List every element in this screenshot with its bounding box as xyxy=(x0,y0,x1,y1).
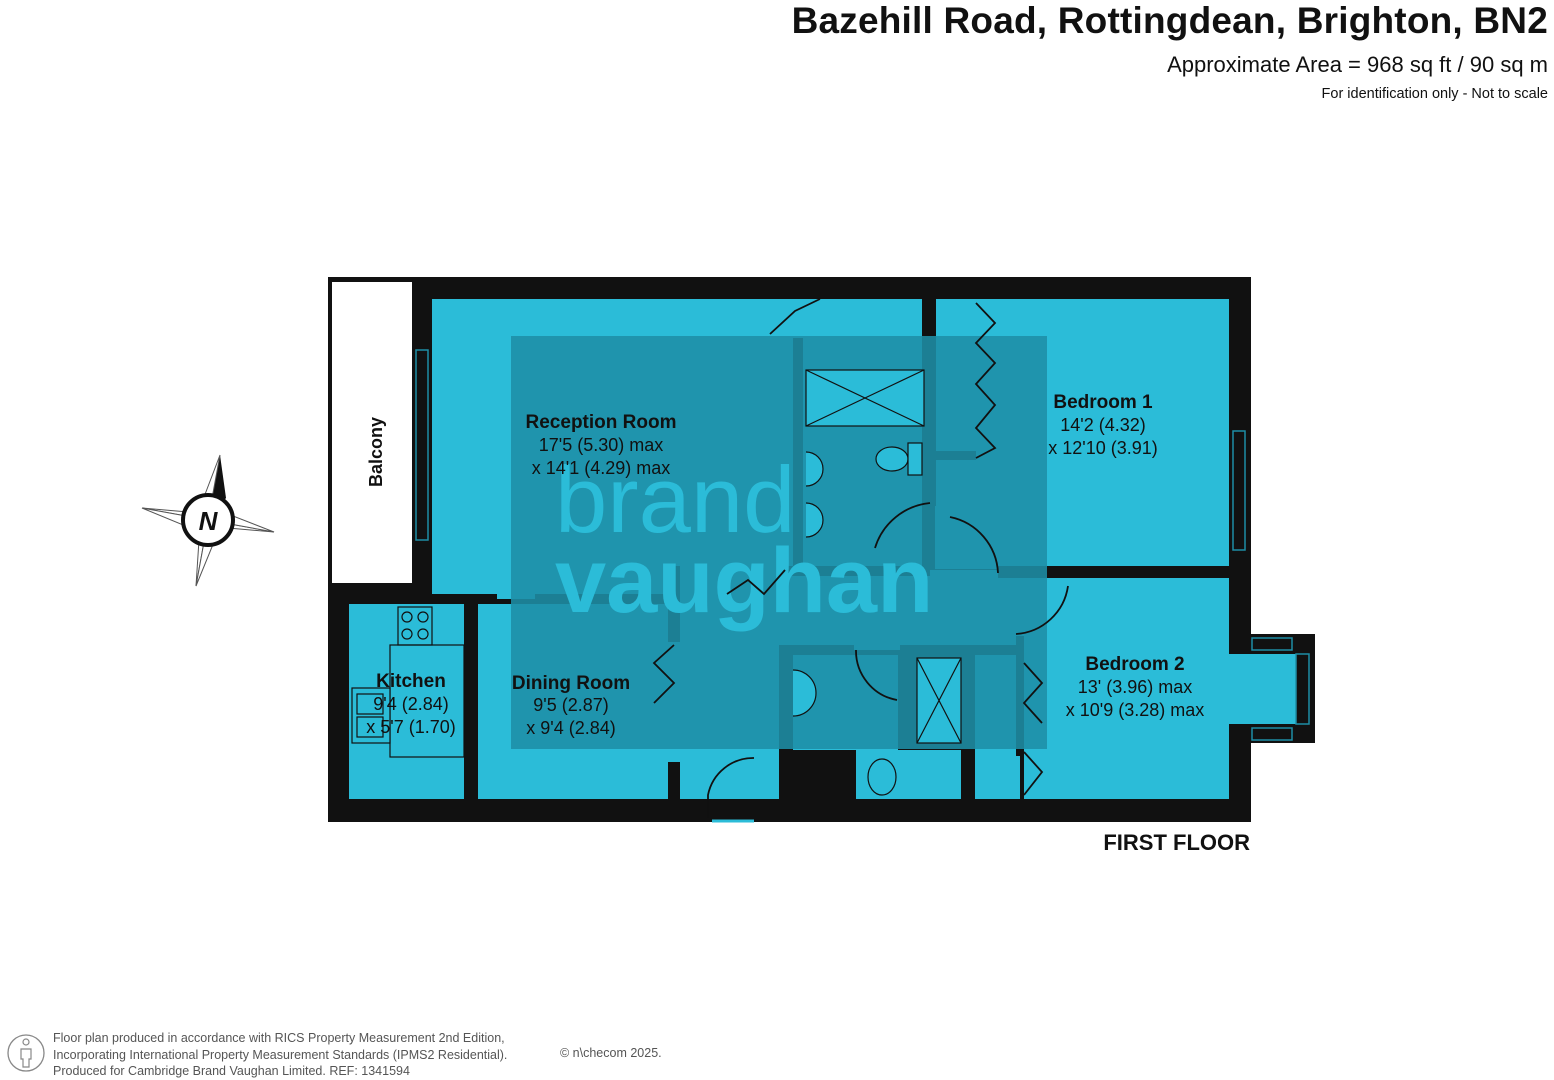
door-swing xyxy=(1015,585,1069,635)
floor-label: FIRST FLOOR xyxy=(1103,830,1250,855)
hob-ring xyxy=(417,628,429,640)
bedroom1-dim1: 14'2 (4.32) xyxy=(1060,415,1146,435)
window xyxy=(1232,430,1246,551)
compass-icon: N xyxy=(141,454,275,587)
bedroom2-area xyxy=(1024,578,1229,799)
wall xyxy=(1229,743,1249,822)
bedroom1-name: Bedroom 1 xyxy=(1053,392,1153,413)
footer-notes: Floor plan produced in accordance with R… xyxy=(53,1030,507,1080)
wall xyxy=(1229,299,1249,431)
hob-ring xyxy=(401,628,413,640)
wall xyxy=(332,594,497,604)
bedroom2-dim2: x 10'9 (3.28) max xyxy=(1066,700,1205,720)
sink-bowl xyxy=(356,693,384,715)
wall xyxy=(998,566,1248,578)
wall xyxy=(1229,550,1249,634)
dining-room-name: Dining Room xyxy=(512,673,630,694)
folding-door xyxy=(652,644,676,704)
reception-room-dim2: x 14'1 (4.29) max xyxy=(532,458,671,478)
hob-ring xyxy=(417,611,429,623)
window xyxy=(1251,637,1293,651)
toilet xyxy=(867,758,897,796)
toilet-cistern xyxy=(907,442,923,476)
wardrobe-doors xyxy=(1023,751,1044,796)
window xyxy=(1295,653,1310,725)
shower-diagonal xyxy=(916,657,962,744)
door-swing xyxy=(855,649,898,701)
property-title: Bazehill Road, Rottingdean, Brighton, BN… xyxy=(791,0,1548,41)
person-scale-icon xyxy=(7,1034,45,1072)
toilet xyxy=(875,446,909,472)
kitchen-dim1: 9'4 (2.84) xyxy=(373,694,448,714)
hob-ring xyxy=(401,611,413,623)
kitchen-dim2: x 5'7 (1.70) xyxy=(366,717,455,737)
entrance-door xyxy=(707,757,755,818)
watermark-vaughan: vaughan xyxy=(555,530,933,632)
reception-room-name: Reception Room xyxy=(526,412,677,433)
copyright: © n\checom 2025. xyxy=(560,1046,662,1060)
compass-north-label: N xyxy=(199,506,219,536)
watermark-brand: brand xyxy=(555,447,795,552)
window xyxy=(1251,727,1293,741)
wall xyxy=(668,762,680,799)
approximate-area: Approximate Area = 968 sq ft / 90 sq m xyxy=(1167,52,1548,77)
hob xyxy=(397,606,433,646)
sink-bowl xyxy=(356,716,384,738)
wardrobe-doors xyxy=(974,302,997,459)
wardrobe-doors xyxy=(1022,662,1044,724)
wall xyxy=(464,594,478,799)
window xyxy=(415,349,429,541)
dining-room-dim1: 9'5 (2.87) xyxy=(533,695,608,715)
basin xyxy=(805,451,824,487)
footer-line: Incorporating International Property Mea… xyxy=(53,1047,508,1062)
folding-door xyxy=(726,569,786,596)
footer-line: Floor plan produced in accordance with R… xyxy=(53,1031,505,1045)
basin xyxy=(792,669,817,717)
bedroom2-name: Bedroom 2 xyxy=(1085,654,1184,675)
door-swing xyxy=(949,516,999,574)
basin xyxy=(805,502,824,538)
dining-room-dim2: x 9'4 (2.84) xyxy=(526,718,615,738)
wardrobe-doors xyxy=(769,298,821,335)
bedroom1-dim2: x 12'10 (3.91) xyxy=(1048,438,1158,458)
wall xyxy=(412,282,432,302)
balcony-area xyxy=(332,282,412,583)
kitchen-name: Kitchen xyxy=(376,671,446,692)
balcony-label: Balcony xyxy=(366,417,386,487)
bay-window-area xyxy=(1229,654,1296,724)
identification-note: For identification only - Not to scale xyxy=(1321,86,1548,102)
door-swing xyxy=(874,502,931,549)
footer-line: Produced for Cambridge Brand Vaughan Lim… xyxy=(53,1064,410,1078)
bedroom2-dim1: 13' (3.96) max xyxy=(1078,677,1193,697)
reception-room-dim1: 17'5 (5.30) max xyxy=(539,435,664,455)
shower-diagonal xyxy=(805,369,925,427)
wall xyxy=(780,750,856,800)
